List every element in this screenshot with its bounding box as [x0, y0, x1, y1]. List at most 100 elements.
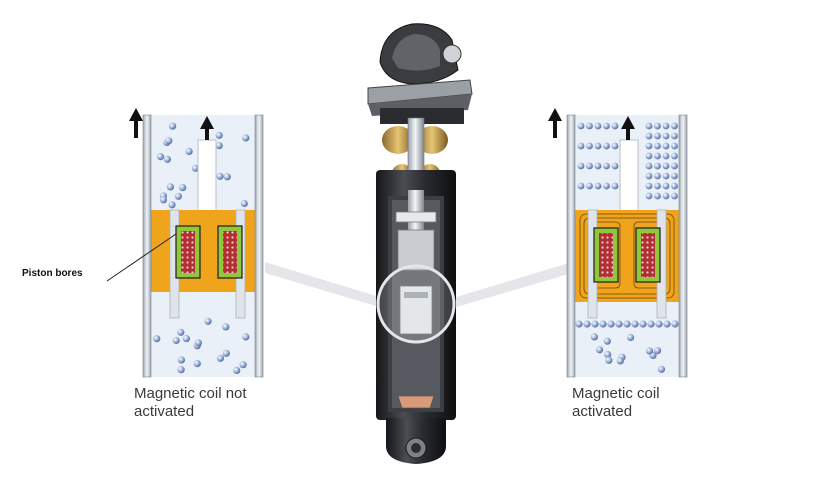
fluid-particle — [594, 162, 602, 170]
fluid-particle — [222, 349, 230, 357]
fluid-particle — [639, 320, 647, 328]
fluid-particle — [671, 122, 678, 130]
piston-bores-label: Piston bores — [22, 268, 83, 279]
particles-left — [153, 122, 250, 374]
fluid-particle — [179, 184, 187, 192]
fluid-particle — [662, 182, 670, 190]
fluid-particle — [611, 142, 619, 150]
fluid-particle — [577, 122, 585, 130]
fluid-particle — [177, 328, 185, 336]
fluid-particle — [194, 339, 202, 347]
fluid-particle — [583, 320, 591, 328]
arrow-up-icon — [621, 116, 635, 140]
caption-coil-not-activated: Magnetic coil not activated — [134, 385, 247, 420]
fluid-particle — [645, 132, 653, 140]
fluid-particle — [654, 192, 661, 200]
fluid-particle — [603, 122, 610, 130]
fluid-particle — [616, 357, 624, 365]
fluid-particle — [594, 142, 602, 150]
fluid-particle — [662, 192, 670, 200]
cylinder-wall-right-a — [566, 114, 576, 378]
fluid-particle — [177, 366, 185, 374]
fluid-particle — [655, 320, 663, 328]
fluid-particle — [662, 162, 670, 170]
arrow-up-icon — [548, 108, 562, 138]
fluid-particle — [671, 172, 678, 180]
fluid-particle — [182, 335, 190, 343]
fluid-particle — [645, 122, 653, 130]
piston-rod-left — [197, 139, 217, 213]
fluid-particle — [607, 320, 615, 328]
fluid-particle — [663, 320, 671, 328]
fluid-particle — [156, 153, 165, 161]
fluid-particle — [671, 152, 678, 160]
fluid-particle — [172, 336, 180, 345]
fluid-particle — [599, 320, 607, 328]
mount-bolt — [442, 44, 462, 64]
fluid-particle — [671, 162, 678, 170]
fluid-particle — [615, 320, 623, 328]
inset-coil-activated — [548, 108, 688, 378]
fluid-particle — [168, 201, 176, 209]
fluid-particle — [654, 162, 661, 170]
magnetic-coil-left-1 — [181, 231, 195, 273]
fluid-particle — [169, 122, 177, 130]
piston-bores-pointer — [106, 233, 177, 282]
foot-valve — [397, 395, 435, 409]
fluid-particle — [662, 172, 670, 180]
fluid-particle — [242, 333, 250, 341]
magnetic-coil-left-2 — [223, 231, 237, 273]
fluid-particle — [645, 182, 653, 190]
fluid-particle — [645, 172, 653, 180]
cylinder-wall-left-b — [254, 114, 264, 378]
piston-rod-right — [619, 139, 639, 213]
fluid-particle — [653, 347, 662, 355]
fluid-particle — [165, 137, 173, 145]
fluid-particle — [591, 320, 599, 328]
fluid-particle — [662, 132, 670, 140]
fluid-particle — [662, 142, 670, 150]
fluid-particle — [191, 164, 199, 172]
fluid-particle — [654, 182, 661, 190]
fluid-particle — [174, 192, 182, 200]
fluid-particle — [586, 142, 593, 150]
cylinder-wall-right-b — [678, 114, 688, 378]
inset-coil-not-activated — [106, 108, 264, 378]
fluid-particle — [647, 320, 655, 328]
fluid-particle — [671, 192, 678, 200]
fluid-particle — [163, 155, 171, 163]
fluid-particle — [216, 172, 224, 180]
fluid-particle — [657, 365, 666, 373]
fluid-particle — [577, 162, 585, 170]
arrow-up-icon — [129, 108, 143, 138]
fluid-particle — [645, 152, 653, 160]
fluid-particle — [662, 122, 670, 130]
fluid-particle — [596, 346, 604, 354]
fluid-particle — [604, 350, 612, 359]
fluid-particle — [594, 122, 602, 130]
fluid-particle — [223, 173, 231, 181]
fluid-particle — [662, 152, 670, 160]
fluid-particle — [153, 335, 161, 343]
fluid-particle — [193, 360, 201, 368]
fluid-particle — [611, 122, 619, 130]
fluid-particle — [216, 354, 225, 362]
particles-right — [575, 122, 679, 373]
fluid-particle — [233, 366, 241, 374]
fluid-particle — [631, 320, 639, 328]
fluid-particle — [645, 192, 653, 200]
fluid-particle — [577, 142, 585, 150]
fluid-particle — [671, 142, 678, 150]
fluid-particle — [654, 152, 661, 160]
arrow-up-icon — [200, 116, 214, 140]
fluid-particle — [654, 122, 661, 130]
fluid-particle — [603, 142, 610, 150]
fluid-particle — [603, 182, 610, 190]
fluid-particle — [671, 182, 678, 190]
fluid-particle — [654, 172, 661, 180]
shock-absorber — [367, 23, 473, 464]
fluid-particle — [215, 142, 223, 150]
fluid-particle — [239, 361, 247, 369]
